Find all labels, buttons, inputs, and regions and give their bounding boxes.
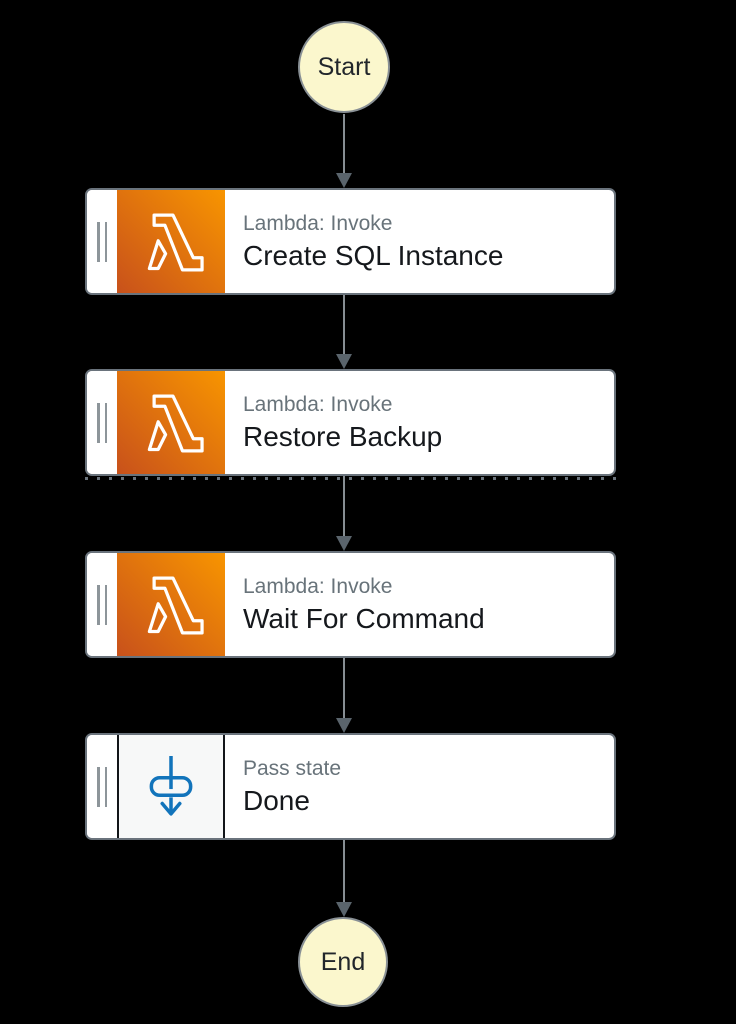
state-labels: Lambda: Invoke Restore Backup (225, 371, 614, 474)
arrow-head-icon (336, 354, 352, 369)
state-type-label: Lambda: Invoke (243, 574, 393, 598)
drag-handle-bar (104, 584, 107, 625)
arrow-line (343, 476, 345, 536)
pass-state-icon-square (117, 735, 225, 838)
lambda-icon-square (117, 553, 225, 656)
drag-handle-bar (104, 766, 107, 807)
state-labels: Pass state Done (225, 735, 614, 838)
state-create-sql-instance[interactable]: Lambda: Invoke Create SQL Instance (85, 188, 616, 295)
state-name-label: Create SQL Instance (243, 239, 504, 271)
start-node: Start (298, 21, 390, 113)
lambda-icon (117, 553, 225, 656)
drag-handle-bar (104, 221, 107, 262)
arrow-head-icon (336, 902, 352, 917)
arrow-head-icon (336, 718, 352, 733)
state-type-label: Lambda: Invoke (243, 392, 393, 416)
state-restore-backup[interactable]: Lambda: Invoke Restore Backup (85, 369, 616, 476)
arrow-line (343, 114, 345, 173)
state-name-label: Restore Backup (243, 420, 443, 452)
end-label: End (320, 947, 366, 976)
drag-handle[interactable] (87, 553, 117, 656)
drag-handle[interactable] (87, 735, 117, 838)
dotted-separator (85, 477, 616, 480)
transition-arrow (335, 476, 353, 551)
state-type-label: Pass state (243, 756, 342, 780)
state-labels: Lambda: Invoke Wait For Command (225, 553, 614, 656)
drag-handle-bar (97, 766, 100, 807)
transition-arrow (335, 114, 353, 188)
pass-state-icon (140, 747, 202, 827)
transition-arrow (335, 658, 353, 733)
drag-handle[interactable] (87, 371, 117, 474)
end-node: End (298, 917, 388, 1007)
arrow-line (343, 840, 345, 902)
drag-handle[interactable] (87, 190, 117, 293)
state-wait-for-command[interactable]: Lambda: Invoke Wait For Command (85, 551, 616, 658)
state-name-label: Done (243, 784, 310, 816)
state-labels: Lambda: Invoke Create SQL Instance (225, 190, 614, 293)
lambda-icon (117, 190, 225, 293)
state-done-pass[interactable]: Pass state Done (85, 733, 616, 840)
drag-handle-bar (97, 402, 100, 443)
state-type-label: Lambda: Invoke (243, 211, 393, 235)
transition-arrow (335, 295, 353, 369)
drag-handle-bar (97, 221, 100, 262)
transition-arrow (335, 840, 353, 917)
lambda-icon-square (117, 371, 225, 474)
arrow-head-icon (336, 536, 352, 551)
lambda-icon-square (117, 190, 225, 293)
start-label: Start (317, 52, 371, 81)
arrow-line (343, 295, 345, 354)
arrow-line (343, 658, 345, 718)
drag-handle-bar (104, 402, 107, 443)
lambda-icon (117, 371, 225, 474)
arrow-head-icon (336, 173, 352, 188)
drag-handle-bar (97, 584, 100, 625)
state-name-label: Wait For Command (243, 602, 485, 634)
